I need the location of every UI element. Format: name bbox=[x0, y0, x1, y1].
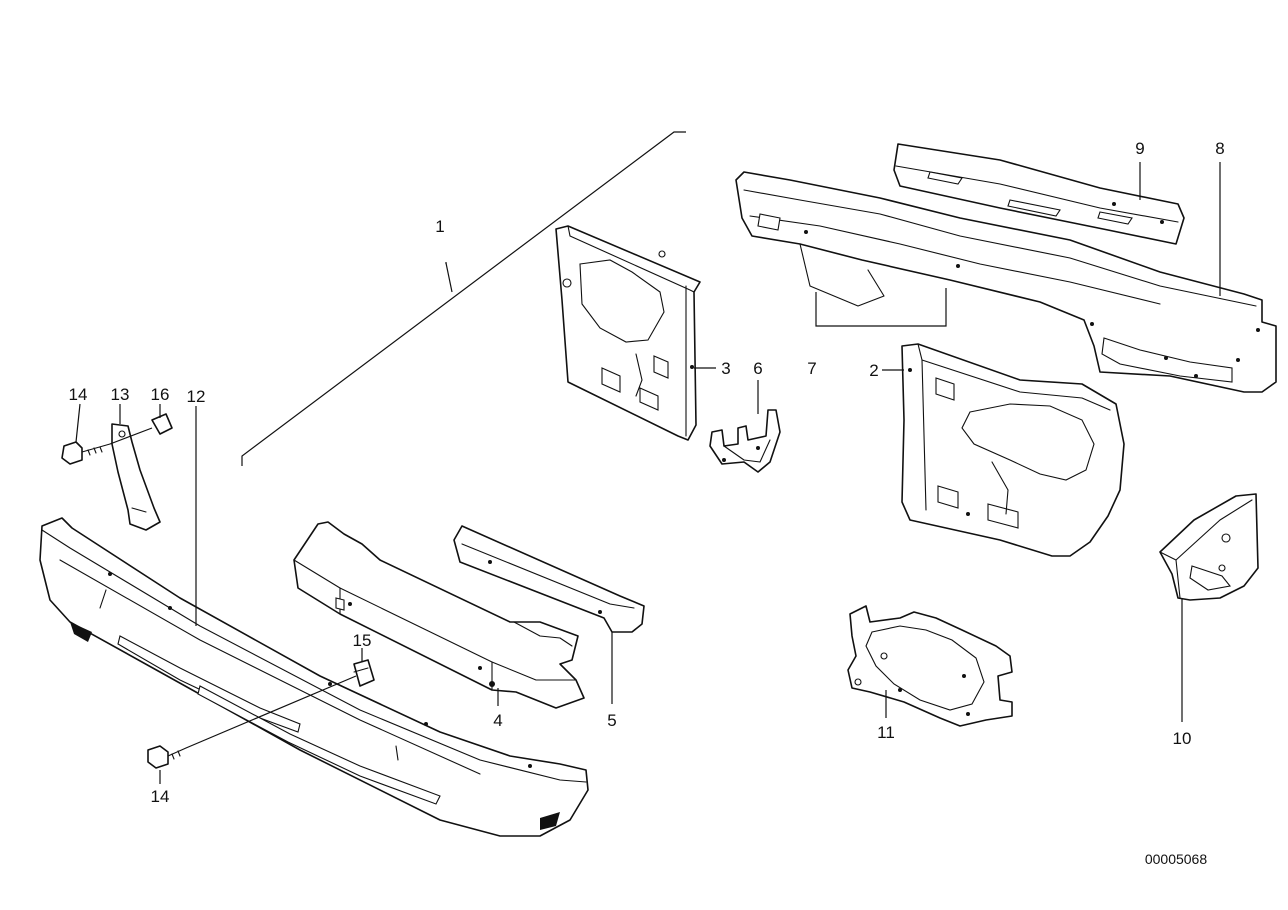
leader-lines bbox=[75, 162, 1221, 784]
part-15-clip-nut[interactable] bbox=[353, 659, 375, 687]
part-5-reinforcement-strip[interactable] bbox=[453, 525, 645, 633]
part-4-bumper-carrier[interactable] bbox=[293, 521, 585, 709]
part-13-bracket[interactable] bbox=[111, 423, 161, 531]
part-2-right-panel[interactable] bbox=[901, 343, 1125, 557]
part-14-screw-lower[interactable] bbox=[147, 745, 187, 769]
callout-10: 10 bbox=[1173, 729, 1192, 748]
callout-5: 5 bbox=[607, 711, 616, 730]
callout-4: 4 bbox=[493, 711, 502, 730]
callout-labels: 1 2 3 4 5 6 7 8 9 10 11 12 13 14 14 15 1… bbox=[69, 139, 1225, 806]
part-8-radiator-support[interactable] bbox=[735, 171, 1277, 393]
part-11-headlamp-bracket[interactable] bbox=[847, 605, 1013, 727]
callout-9: 9 bbox=[1135, 139, 1144, 158]
callout-15: 15 bbox=[353, 631, 372, 650]
callout-1: 1 bbox=[435, 217, 444, 236]
callout-8: 8 bbox=[1215, 139, 1224, 158]
callout-2: 2 bbox=[869, 361, 878, 380]
part-3-left-panel[interactable] bbox=[555, 225, 701, 441]
part-6-small-bracket[interactable] bbox=[709, 409, 781, 473]
callout-14-upper: 14 bbox=[69, 385, 88, 404]
part-12-bumper-cover[interactable] bbox=[39, 517, 589, 837]
part-14-screw-upper[interactable] bbox=[61, 441, 111, 465]
callout-16: 16 bbox=[151, 385, 170, 404]
assembly-bracket-line bbox=[241, 131, 686, 466]
callout-3: 3 bbox=[721, 359, 730, 378]
callout-12: 12 bbox=[187, 387, 206, 406]
part-10-corner-bracket[interactable] bbox=[1159, 493, 1259, 601]
part-7-leader bbox=[815, 288, 947, 327]
drawing-number: 00005068 bbox=[1145, 851, 1208, 867]
part-9-upper-cross-member[interactable] bbox=[893, 143, 1185, 245]
callout-13: 13 bbox=[111, 385, 130, 404]
part-16-clip-nut[interactable] bbox=[151, 413, 173, 435]
callout-6: 6 bbox=[753, 359, 762, 378]
callout-14-lower: 14 bbox=[151, 787, 170, 806]
callout-7: 7 bbox=[807, 359, 816, 378]
callout-11: 11 bbox=[877, 723, 895, 742]
